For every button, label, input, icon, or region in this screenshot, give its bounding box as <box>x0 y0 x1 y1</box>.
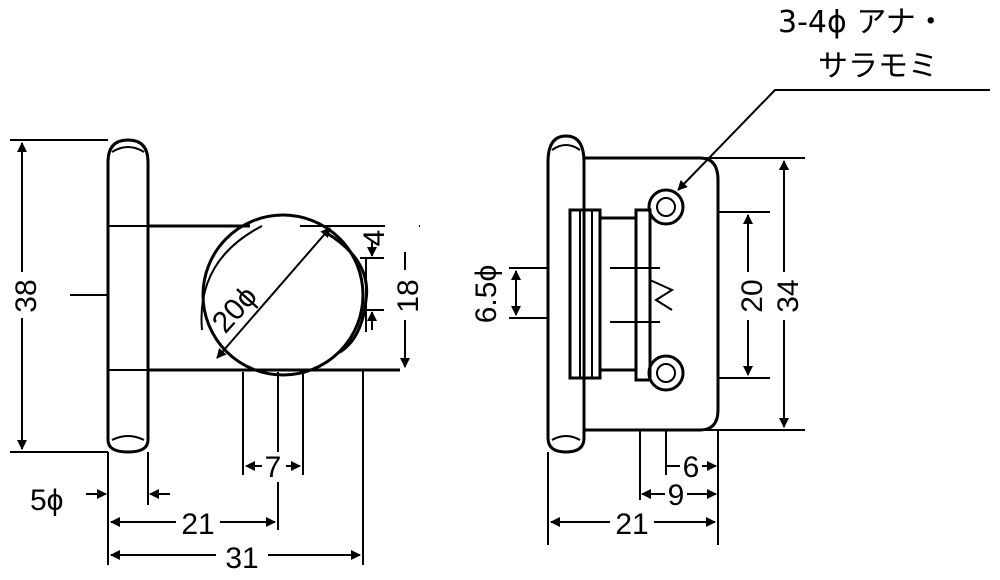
label-20-phi: 20ϕ <box>206 280 264 339</box>
label-6-5-phi: 6.5ϕ <box>470 265 503 324</box>
label-34: 34 <box>772 279 805 312</box>
latch-detail <box>649 279 675 311</box>
diameter-leader <box>216 227 331 359</box>
right-barrel <box>546 134 586 454</box>
label-7: 7 <box>265 451 282 484</box>
callout-line-1: 3-4ϕ アナ・ <box>778 5 946 40</box>
label-38: 38 <box>10 279 43 312</box>
pin-top-shade <box>111 146 145 153</box>
label-21-left: 21 <box>181 508 214 541</box>
left-dimensions <box>17 142 410 560</box>
callout-leader <box>677 89 990 191</box>
knuckle-right <box>634 208 652 382</box>
label-5-phi: 5ϕ <box>30 484 64 517</box>
label-4: 4 <box>358 230 391 247</box>
pin-barrel <box>106 138 150 454</box>
knuckle-mid <box>598 216 638 372</box>
pin-bottom-shade <box>111 435 145 441</box>
right-view <box>500 89 990 545</box>
label-20: 20 <box>736 279 769 312</box>
screw-hole-top <box>647 188 685 226</box>
callout-note: 3-4ϕ アナ・ サラモミ <box>778 5 946 84</box>
label-6: 6 <box>683 451 700 484</box>
callout-line-2: サラモミ <box>818 49 938 84</box>
label-21-right: 21 <box>615 508 648 541</box>
screw-hole-bottom <box>647 354 685 392</box>
label-31: 31 <box>225 542 258 575</box>
rotation-arc <box>200 225 263 331</box>
left-view <box>10 138 420 565</box>
knob-rim <box>324 230 369 354</box>
label-18: 18 <box>392 279 425 312</box>
label-9: 9 <box>668 479 685 512</box>
